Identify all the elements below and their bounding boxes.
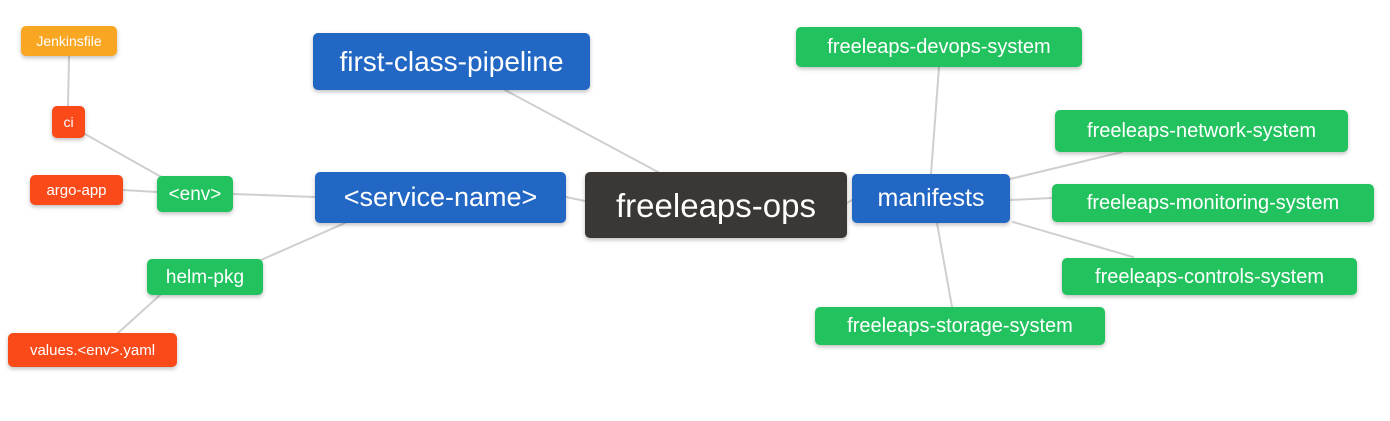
node-first-class-pipeline[interactable]: first-class-pipeline bbox=[313, 33, 590, 90]
edge-service-name-freeleaps-ops bbox=[565, 196, 586, 202]
edge-values-helm-pkg bbox=[117, 294, 161, 334]
edge-env-service-name bbox=[232, 193, 316, 198]
node-jenkinsfile[interactable]: Jenkinsfile bbox=[21, 26, 117, 56]
edge-manifests-network-system bbox=[1009, 151, 1123, 180]
node-ci[interactable]: ci bbox=[52, 106, 85, 138]
node-service-name[interactable]: <service-name> bbox=[315, 172, 566, 223]
node-helm-pkg[interactable]: helm-pkg bbox=[147, 259, 263, 295]
node-values-env-yaml[interactable]: values.<env>.yaml bbox=[8, 333, 177, 367]
node-freeleaps-storage-system[interactable]: freeleaps-storage-system bbox=[815, 307, 1105, 345]
edge-freeleaps-ops-manifests bbox=[846, 199, 853, 204]
node-env[interactable]: <env> bbox=[157, 176, 233, 212]
edge-manifests-controls-system bbox=[1012, 221, 1134, 258]
node-argo-app[interactable]: argo-app bbox=[30, 175, 123, 205]
edge-jenkinsfile-ci bbox=[67, 56, 70, 107]
node-manifests[interactable]: manifests bbox=[852, 174, 1010, 223]
node-freeleaps-network-system[interactable]: freeleaps-network-system bbox=[1055, 110, 1348, 152]
edge-manifests-storage-system bbox=[936, 222, 953, 308]
edge-pipeline-freeleaps-ops bbox=[504, 89, 659, 173]
edge-ci-env bbox=[84, 133, 164, 179]
edge-manifests-devops-system bbox=[930, 66, 940, 175]
edge-manifests-monitoring-system bbox=[1009, 197, 1053, 201]
edge-helm-pkg-service-name bbox=[260, 222, 346, 261]
edge-argo-app-env bbox=[122, 189, 158, 193]
node-freeleaps-devops-system[interactable]: freeleaps-devops-system bbox=[796, 27, 1082, 67]
node-freeleaps-ops[interactable]: freeleaps-ops bbox=[585, 172, 847, 238]
node-freeleaps-monitoring-system[interactable]: freeleaps-monitoring-system bbox=[1052, 184, 1374, 222]
node-freeleaps-controls-system[interactable]: freeleaps-controls-system bbox=[1062, 258, 1357, 295]
